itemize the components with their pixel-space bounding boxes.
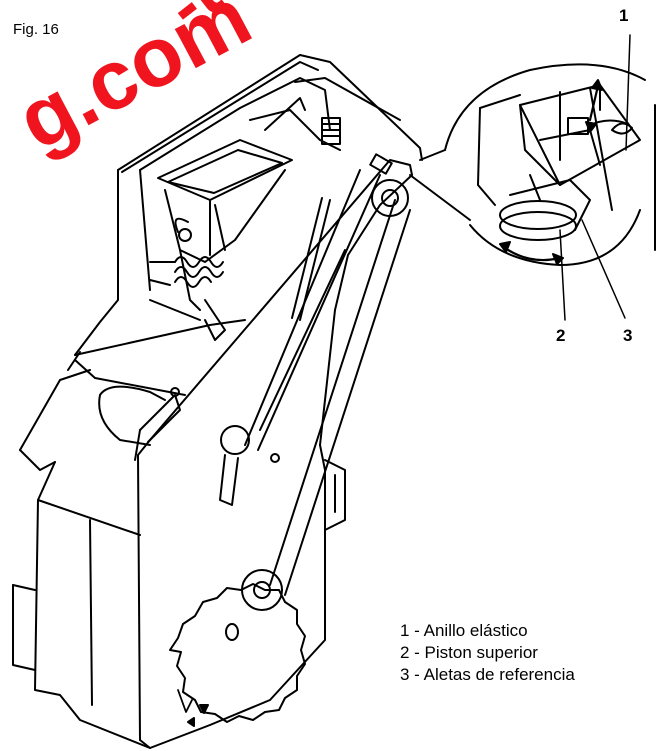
hopper — [157, 139, 293, 311]
callout-1: 1 — [619, 6, 629, 25]
callout-3: 3 — [623, 326, 633, 345]
spring — [149, 217, 226, 341]
top-shaft — [249, 97, 341, 151]
legend-item-1: 1 - Anillo elástico — [400, 621, 528, 640]
adjustment-knob — [169, 583, 306, 727]
figure-title: Fig. 16 — [13, 21, 59, 38]
callout-2: 2 — [556, 326, 566, 345]
legend-item-3: 3 - Aletas de referencia — [400, 665, 575, 684]
lever-rods — [219, 153, 411, 611]
legend: 1 - Anillo elástico 2 - Piston superior … — [400, 620, 575, 686]
legend-item-2: 2 - Piston superior — [400, 643, 538, 662]
detail-zoom — [409, 34, 656, 321]
crank-bracket — [98, 385, 181, 461]
